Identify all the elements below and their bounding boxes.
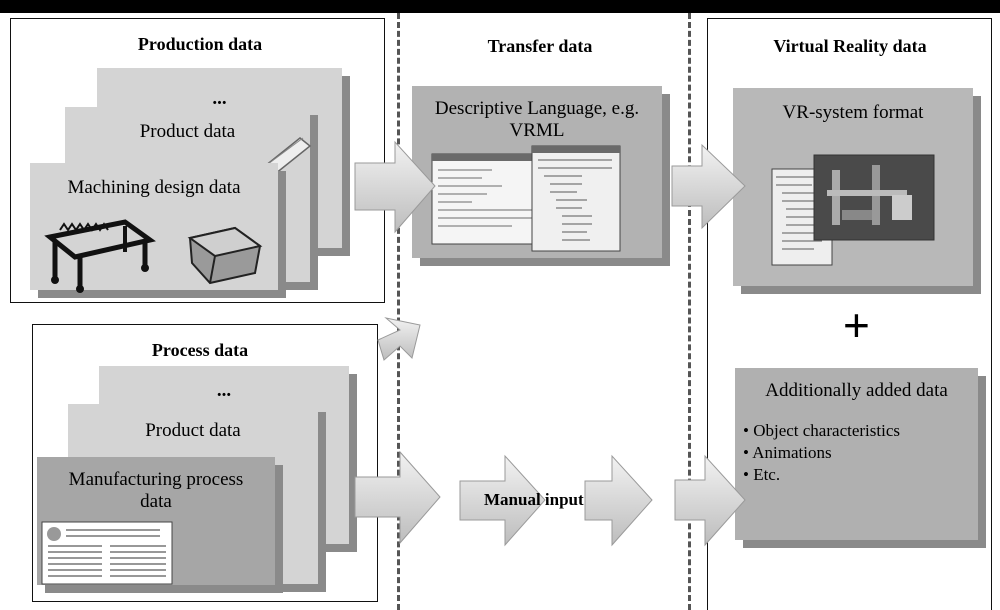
added-data-item: • Animations bbox=[743, 443, 832, 462]
machine-frame-model-icon bbox=[44, 219, 156, 293]
arrow-vrml-to-vr bbox=[671, 143, 746, 230]
card-product-label: Product data bbox=[145, 420, 241, 441]
process-sheet-thumbnail bbox=[41, 521, 173, 585]
plus-sign: + bbox=[843, 299, 870, 351]
transfer-title: Transfer data bbox=[487, 36, 593, 56]
arrow-production-to-vrml bbox=[354, 140, 436, 234]
arrow-manual-1 bbox=[459, 454, 546, 547]
added-data-title: Additionally added data bbox=[765, 380, 948, 401]
top-bar bbox=[0, 0, 1000, 13]
arrow-process-to-vrml bbox=[377, 317, 421, 361]
vr-format-label: VR-system format bbox=[782, 102, 924, 123]
card-manufacturing-label: Manufacturing process data bbox=[68, 469, 244, 512]
separator-left bbox=[397, 13, 400, 610]
production-title: Production data bbox=[137, 34, 263, 54]
vrml-editor-screenshots bbox=[431, 145, 621, 252]
arrow-manual-to-added bbox=[674, 454, 746, 547]
card-ellipsis-label: ... bbox=[216, 380, 232, 401]
card-machining-label: Machining design data bbox=[67, 177, 241, 198]
added-data-item: • Object characteristics bbox=[743, 421, 900, 440]
added-data-list: • Object characteristics • Animations • … bbox=[743, 420, 978, 486]
vr-title: Virtual Reality data bbox=[773, 36, 927, 56]
arrow-process-to-manual bbox=[354, 450, 441, 545]
process-title: Process data bbox=[151, 340, 249, 360]
added-data-item: • Etc. bbox=[743, 465, 781, 484]
added-data-box: Additionally added data • Object charact… bbox=[735, 368, 978, 540]
manual-input-label: Manual input bbox=[484, 490, 584, 509]
card-ellipsis-label: ... bbox=[212, 88, 227, 109]
vrml-box-label: Descriptive Language, e.g. VRML bbox=[434, 98, 640, 141]
card-product-label: Product data bbox=[139, 121, 236, 142]
separator-right bbox=[688, 13, 691, 610]
arrow-manual-2 bbox=[584, 454, 653, 547]
bin-model-icon bbox=[187, 226, 263, 285]
vr-system-screenshots bbox=[771, 154, 935, 266]
